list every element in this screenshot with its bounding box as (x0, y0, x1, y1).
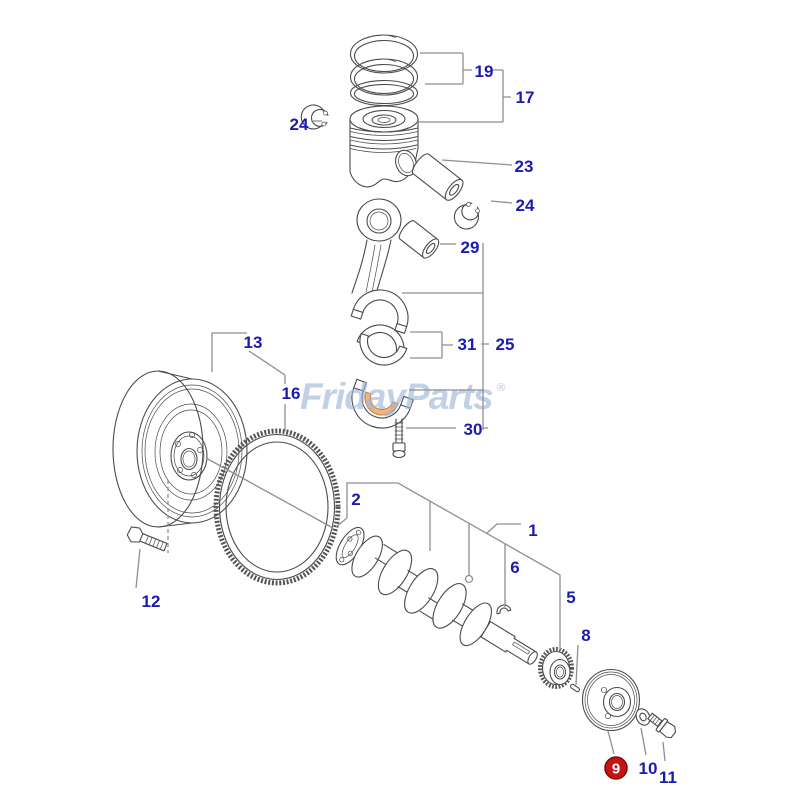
part-callout-5[interactable]: 5 (566, 588, 575, 607)
callout-labels: 19 17 24 23 24 29 31 25 30 13 16 2 1 6 5… (142, 62, 677, 787)
rod-bearing-shells-drawing (356, 324, 408, 366)
piston-drawing (349, 105, 419, 188)
part-callout-24a[interactable]: 24 (290, 115, 309, 134)
part-callout-11[interactable]: 11 (659, 768, 677, 787)
snap-ring-right-drawing (453, 202, 480, 230)
pulley-bolt-drawing (647, 712, 677, 739)
highlighted-bearing-shell (364, 391, 399, 416)
piston-pin-drawing (411, 153, 464, 201)
part-callout-9[interactable]: 9 (612, 761, 620, 778)
callout-leader-lines (135, 52, 666, 762)
part-callout-25[interactable]: 25 (496, 335, 515, 354)
rod-cap-drawing (351, 378, 414, 429)
part-callout-1[interactable]: 1 (528, 521, 537, 540)
watermark-text: FridayParts (300, 376, 493, 417)
part-callout-9-selected[interactable]: 9 (604, 756, 628, 780)
connecting-rod-drawing (350, 198, 409, 334)
rod-bolt-drawing (392, 418, 406, 459)
thrust-washer-drawing (496, 604, 512, 615)
part-callout-12[interactable]: 12 (142, 592, 161, 611)
washer-drawing (635, 708, 651, 726)
part-callout-30[interactable]: 30 (464, 420, 483, 439)
piston-rings-drawing (349, 34, 419, 107)
part-callout-16[interactable]: 16 (282, 384, 301, 403)
crankshaft-drawing (335, 526, 538, 665)
part-callout-10[interactable]: 10 (639, 759, 658, 778)
part-callout-19[interactable]: 19 (475, 62, 494, 81)
snap-ring-left-drawing (300, 104, 329, 130)
flywheel-bolt-drawing (126, 526, 168, 552)
watermark-registered-mark: ® (497, 382, 505, 394)
key-drawing (569, 683, 581, 693)
selected-callout-circle[interactable] (604, 756, 628, 780)
ring-gear-drawing (213, 428, 341, 586)
part-callout-23[interactable]: 23 (515, 157, 534, 176)
pulley-drawing (581, 668, 641, 732)
part-callout-2[interactable]: 2 (351, 490, 360, 509)
part-callout-17[interactable]: 17 (516, 88, 535, 107)
watermark: FridayParts ® (300, 376, 505, 417)
part-callout-29[interactable]: 29 (461, 238, 480, 257)
part-callout-24b[interactable]: 24 (516, 196, 535, 215)
rod-bushing-drawing (398, 220, 440, 259)
part-callout-6[interactable]: 6 (510, 558, 519, 577)
part-callout-13[interactable]: 13 (244, 333, 263, 352)
part-callout-8[interactable]: 8 (581, 626, 590, 645)
part-callout-31[interactable]: 31 (458, 335, 477, 354)
flywheel-drawing (112, 370, 248, 528)
crank-gear-drawing (538, 647, 574, 689)
